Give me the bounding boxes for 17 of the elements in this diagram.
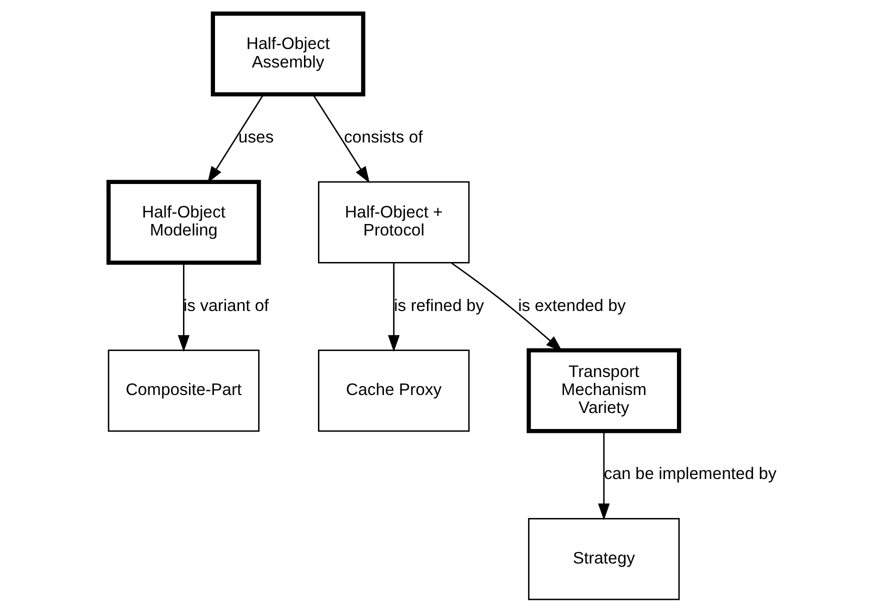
node-box: Strategy xyxy=(528,518,680,600)
node-box: Transport Mechanism Variety xyxy=(526,348,682,434)
node-box: Half-Object Assembly xyxy=(210,12,366,96)
arrow xyxy=(312,94,370,184)
arrow xyxy=(598,431,610,520)
node-box: Half-Object Modeling xyxy=(106,180,261,265)
edge-label: is variant of xyxy=(183,296,269,315)
edge-label: is refined by xyxy=(394,296,484,315)
arrow xyxy=(178,262,190,352)
edge-label: is extended by xyxy=(518,296,626,315)
edge-label: can be implemented by xyxy=(604,464,776,484)
edge-label: consists of xyxy=(344,127,423,146)
arrow xyxy=(388,262,400,352)
edge-label: uses xyxy=(238,127,274,146)
node-box: Cache Proxy xyxy=(318,350,470,432)
node-box: Composite-Part xyxy=(108,350,260,432)
node-box: Half-Object + Protocol xyxy=(318,181,470,264)
